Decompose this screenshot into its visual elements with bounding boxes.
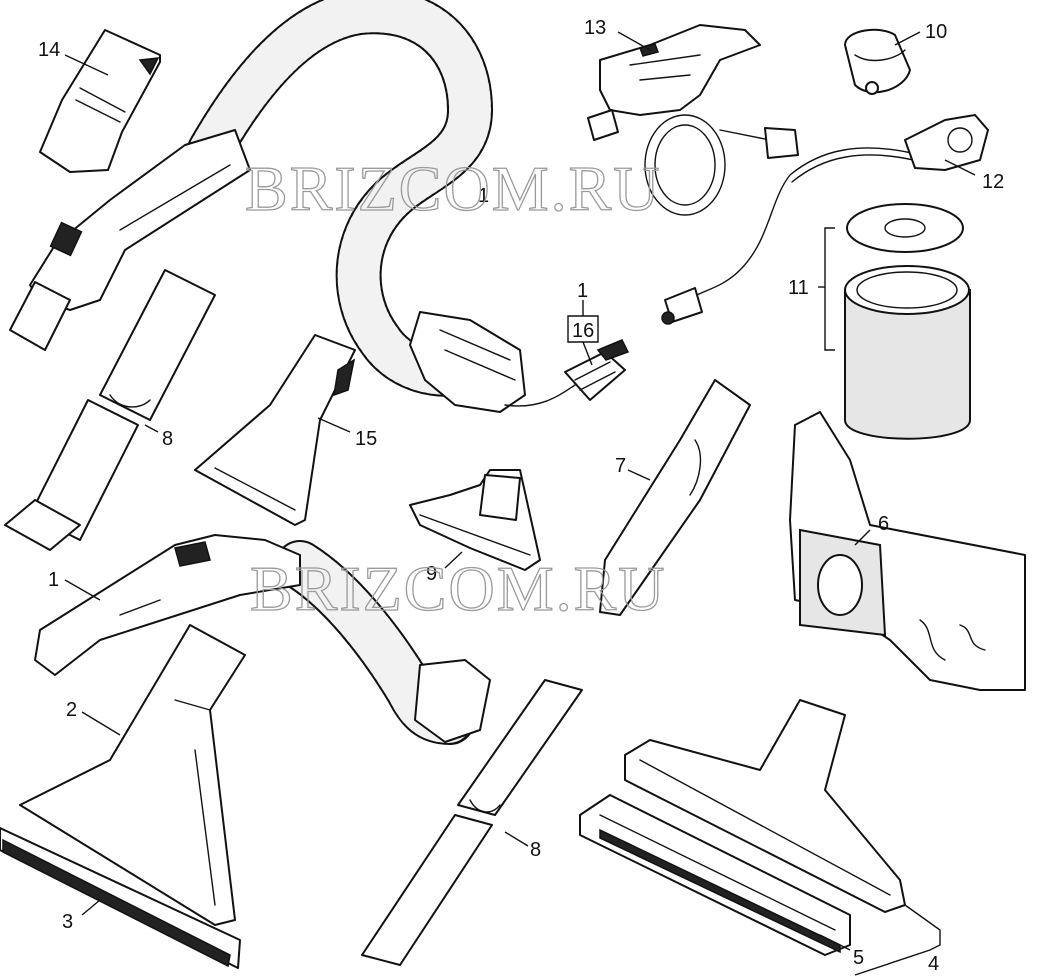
callout-1-top: 1	[577, 280, 588, 302]
part-3-squeegee-strip	[0, 827, 241, 969]
part-6-filter-bag	[789, 411, 1026, 691]
part-12-cable-connector	[661, 114, 989, 325]
callout-9: 9	[426, 563, 437, 585]
part-7-crevice-nozzle	[599, 379, 751, 616]
callout-6: 6	[878, 513, 889, 535]
part-8-extension-tube-lower	[361, 679, 583, 966]
callout-4: 4	[928, 953, 939, 975]
part-14-nozzle-adapter	[39, 29, 161, 173]
callout-12: 12	[982, 171, 1004, 193]
callout-2: 2	[66, 699, 77, 721]
part-11-cartridge-filter	[844, 203, 971, 440]
part-13-hose-handle-with-cord	[587, 24, 799, 216]
callout-8-lower: 8	[530, 839, 541, 861]
part-10-ring-clip	[844, 28, 911, 95]
callout-16: 16	[572, 320, 594, 342]
part-1-handle-short-hose	[34, 534, 491, 745]
callout-1-hose: 1	[478, 185, 489, 207]
part-4-floor-nozzle	[579, 699, 906, 956]
callout-10: 10	[925, 21, 947, 43]
callout-8-upper: 8	[162, 428, 173, 450]
callout-1-middle: 1	[48, 569, 59, 591]
callout-7: 7	[615, 455, 626, 477]
part-15-upholstery-nozzle	[194, 334, 356, 526]
part-8-extension-tube-upper	[4, 269, 216, 551]
leader-lines	[64, 31, 976, 976]
callout-13: 13	[584, 17, 606, 39]
part-1-suction-hose	[9, 0, 630, 413]
callout-3: 3	[62, 911, 73, 933]
watermark-middle: BRIZCOM.RU	[250, 553, 667, 624]
callout-14: 14	[38, 39, 60, 61]
callout-labels: 14 13 10 12 11 1 16 8 15 7 9 6 1 2 3 8 5…	[38, 17, 1004, 975]
part-9-small-floor-nozzle	[409, 469, 541, 571]
callout-5: 5	[853, 947, 864, 969]
watermark-top: BRIZCOM.RU	[245, 153, 662, 224]
callout-11: 11	[788, 277, 809, 299]
callout-15: 15	[355, 428, 377, 450]
part-2-wide-nozzle	[19, 624, 246, 926]
